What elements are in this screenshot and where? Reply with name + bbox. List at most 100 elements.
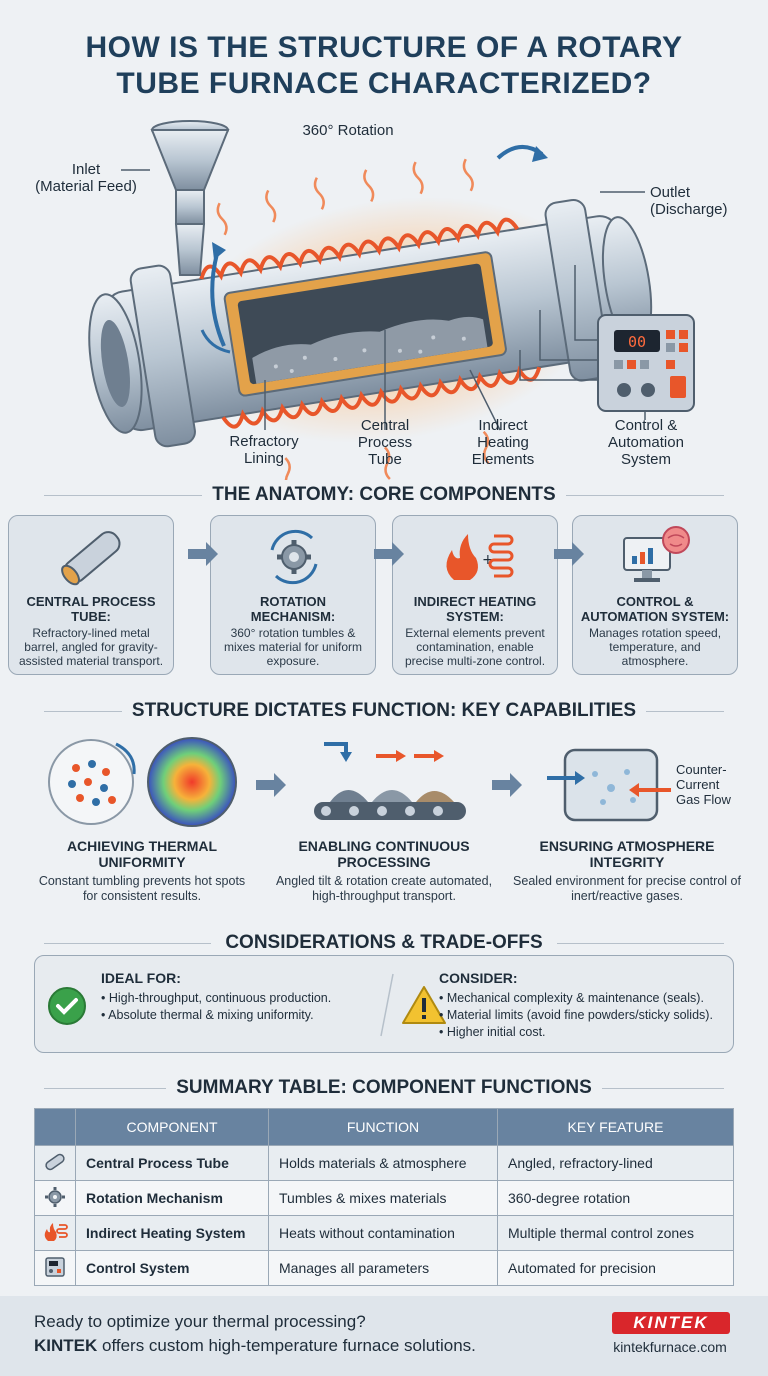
inlet-flange	[129, 264, 196, 448]
list-item: Higher initial cost.	[439, 1024, 731, 1041]
website-link[interactable]: kintekfurnace.com	[613, 1339, 727, 1355]
capabilities-heading: STRUCTURE DICTATES FUNCTION: KEY CAPABIL…	[34, 699, 734, 723]
kintek-logo: KINTEK	[612, 1312, 730, 1334]
table-cell: Angled, refractory-lined	[497, 1145, 734, 1181]
capability-title: Achieving Thermal Uniformity	[66, 838, 218, 870]
table-row: Indirect Heating System Heats without co…	[34, 1215, 734, 1251]
arrow-right-icon	[256, 773, 286, 797]
ideal-list: High-throughput, continuous production. …	[101, 990, 401, 1024]
label-inlet-title: Inlet	[71, 161, 101, 178]
card-desc: Manages rotation speed, temperature, and…	[588, 626, 722, 668]
arrow-right-icon	[554, 542, 584, 566]
card-control: Control & Automation System: Manages rot…	[572, 515, 738, 675]
control-panel: 00	[597, 314, 695, 412]
arrow-right-icon	[188, 542, 218, 566]
monitor-brain-icon	[623, 526, 690, 582]
footer: Ready to optimize your thermal processin…	[0, 1296, 768, 1376]
heat-waves	[216, 158, 490, 480]
label-central-tube: Central Process Tube	[357, 417, 413, 468]
table-cell: 360-degree rotation	[497, 1180, 734, 1216]
gear-rotation-icon	[270, 529, 318, 585]
footer-line2: KINTEK offers custom high-temperature fu…	[34, 1336, 476, 1356]
table-cell: Multiple thermal control zones	[497, 1215, 734, 1251]
page-title: HOW IS THE STRUCTURE OF A ROTARY TUBE FU…	[85, 31, 683, 100]
capability-atmosphere: Ensuring Atmosphere Integrity Sealed env…	[512, 838, 742, 904]
table-cell: Rotation Mechanism	[75, 1180, 269, 1216]
card-title: Indirect Heating System:	[413, 594, 537, 624]
table-row: Control System Manages all parameters Au…	[34, 1250, 734, 1286]
label-outlet-title: Outlet	[650, 184, 691, 201]
heating-coils	[199, 217, 542, 429]
arrow-right-icon	[492, 773, 522, 797]
flame-coil-icon	[44, 1222, 68, 1241]
card-desc: 360° rotation tumbles & mixes material f…	[223, 626, 363, 668]
label-rotation: 360° Rotation	[302, 122, 394, 139]
svg-text:+: +	[482, 552, 494, 568]
considerations-box: IDEAL FOR: High-throughput, continuous p…	[34, 955, 734, 1053]
tube-icon	[61, 531, 121, 586]
consider-title: CONSIDER:	[439, 970, 518, 986]
divider	[380, 973, 394, 1037]
outlet-flange	[544, 198, 611, 382]
flame-coil-icon: +	[446, 534, 514, 580]
capability-title: Enabling Continuous Processing	[298, 838, 470, 870]
capability-thermal: Achieving Thermal Uniformity Constant tu…	[30, 838, 254, 904]
table-cell: Control System	[75, 1250, 269, 1286]
considerations-heading: CONSIDERATIONS & TRADE-OFFS	[34, 931, 734, 955]
table-cell: Holds materials & atmosphere	[268, 1145, 498, 1181]
material-bed	[252, 316, 488, 384]
label-heating-elements: Indirect Heating Elements	[471, 417, 535, 468]
footer-line2-text: offers custom high-temperature furnace s…	[97, 1336, 476, 1355]
card-title: Rotation Mechanism:	[250, 594, 336, 624]
tube-icon	[45, 1153, 65, 1170]
warning-icon	[402, 986, 446, 1024]
footer-brand: KINTEK	[34, 1336, 98, 1355]
table-cell: Automated for precision	[497, 1250, 734, 1286]
list-item: Absolute thermal & mixing uniformity.	[101, 1007, 401, 1024]
table-row: Central Process Tube Holds materials & a…	[34, 1145, 734, 1181]
card-heating: + Indirect Heating System: External elem…	[392, 515, 558, 675]
control-panel-icon	[45, 1256, 65, 1277]
thermal-uniformity-illustration	[48, 737, 237, 827]
card-title: Central Process Tube:	[26, 594, 156, 624]
label-refractory-lining: Refractory Lining	[229, 433, 299, 467]
anatomy-heading: THE ANATOMY: CORE COMPONENTS	[34, 483, 734, 507]
table-header: COMPONENT	[75, 1108, 269, 1146]
table-header-icon	[34, 1108, 76, 1146]
table-header: FUNCTION	[268, 1108, 498, 1146]
table-cell: Indirect Heating System	[75, 1215, 269, 1251]
card-title: Control & Automation System:	[580, 594, 730, 624]
card-rotation: Rotation Mechanism: 360° rotation tumble…	[210, 515, 376, 675]
capability-desc: Sealed environment for precise control o…	[513, 874, 741, 903]
card-central-tube: Central Process Tube: Refractory-lined m…	[8, 515, 174, 675]
inlet-hopper	[150, 120, 230, 276]
table-header-row: COMPONENT FUNCTION KEY FEATURE	[34, 1108, 734, 1146]
label-outlet-sub: (Discharge)	[650, 201, 728, 218]
label-inlet-sub: (Material Feed)	[35, 178, 137, 195]
list-item: Material limits (avoid fine powders/stic…	[439, 1007, 731, 1024]
label-control-system: Control & Automation System	[608, 417, 684, 468]
card-desc: Refractory-lined metal barrel, angled fo…	[18, 626, 164, 668]
card-desc: External elements prevent contamination,…	[404, 626, 546, 668]
check-icon	[48, 987, 86, 1025]
table-header: KEY FEATURE	[497, 1108, 734, 1146]
capability-continuous: Enabling Continuous Processing Angled ti…	[268, 838, 500, 904]
rotation-arrow-left-icon	[210, 249, 226, 347]
table-cell: Heats without contamination	[268, 1215, 498, 1251]
capability-title: Ensuring Atmosphere Integrity	[539, 838, 715, 870]
label-inlet: Inlet (Material Feed)	[26, 161, 146, 195]
ideal-title: IDEAL FOR:	[101, 970, 181, 986]
table-cell: Tumbles & mixes materials	[268, 1180, 498, 1216]
consider-list: Mechanical complexity & maintenance (sea…	[439, 990, 731, 1041]
table-cell: Central Process Tube	[75, 1145, 269, 1181]
rotary-furnace-diagram: 00	[88, 120, 695, 480]
table-cell: Manages all parameters	[268, 1250, 498, 1286]
summary-table: COMPONENT FUNCTION KEY FEATURE Central P…	[34, 1108, 734, 1286]
gas-flow-illustration	[547, 748, 671, 822]
label-gas-flow: Counter-Current Gas Flow	[676, 762, 731, 807]
capability-desc: Constant tumbling prevents hot spots for…	[38, 874, 246, 903]
capability-desc: Angled tilt & rotation create automated,…	[275, 874, 493, 903]
panel-display: 00	[628, 333, 646, 351]
list-item: Mechanical complexity & maintenance (sea…	[439, 990, 731, 1007]
list-item: High-throughput, continuous production.	[101, 990, 401, 1007]
